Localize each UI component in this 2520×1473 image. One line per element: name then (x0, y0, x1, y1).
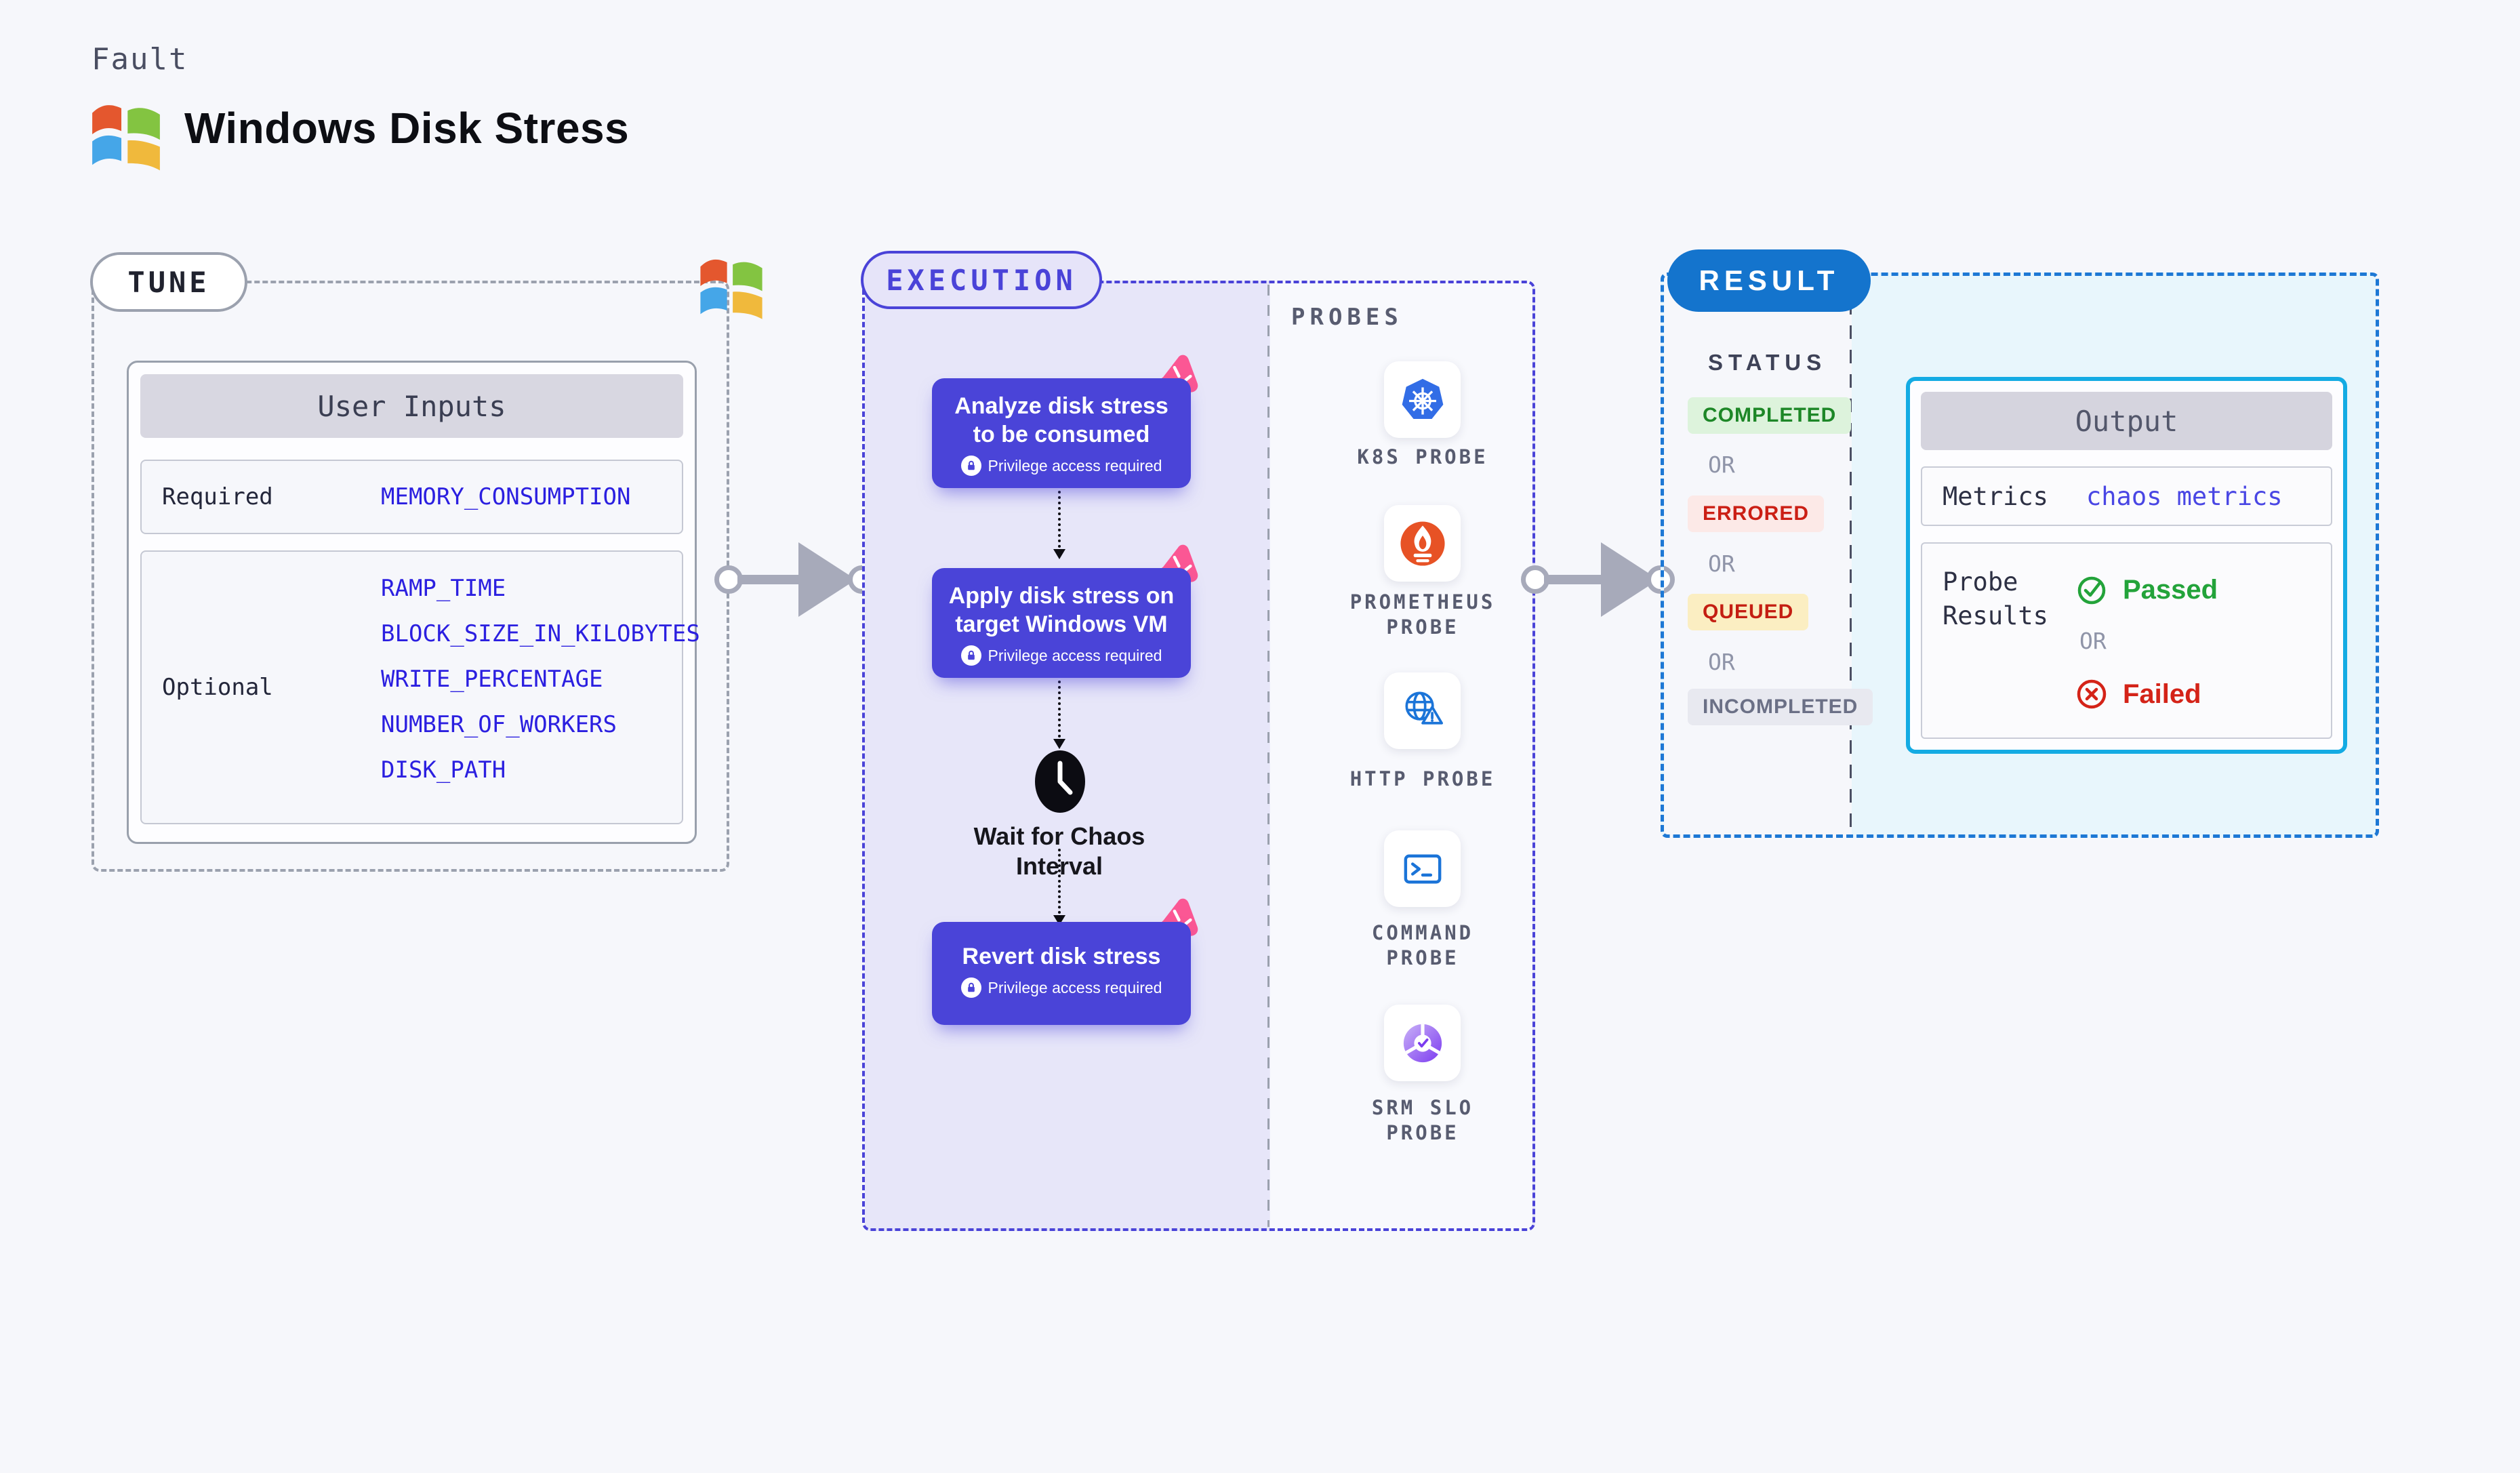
optional-value: NUMBER_OF_WORKERS (381, 711, 617, 738)
lock-icon (960, 977, 981, 998)
command-probe-card (1384, 830, 1461, 907)
prometheus-probe-card (1384, 505, 1461, 582)
failed-label: Failed (2123, 679, 2201, 709)
output-title: Output (1921, 392, 2332, 450)
globe-warning-icon (1404, 691, 1443, 725)
required-value: MEMORY_CONSUMPTION (381, 483, 631, 510)
result-section-label: RESULT (1667, 249, 1871, 312)
step-connector (1058, 849, 1061, 914)
privilege-text: Privilege access required (988, 646, 1162, 664)
windows-logo (87, 94, 165, 175)
step-revert-disk-stress: Revert disk stress Privilege access requ… (932, 922, 1191, 1025)
status-badge-incompleted: INCOMPLETED (1688, 689, 1873, 725)
optional-value: BLOCK_SIZE_IN_KILOBYTES (381, 620, 700, 647)
step-title: Analyze disk stress to be consumed (954, 393, 1168, 447)
http-probe-card (1384, 672, 1461, 749)
or-separator: OR (1708, 649, 1735, 675)
probe-label: SRM SLO PROBE (1371, 1096, 1474, 1144)
probes-section-label: PROBES (1291, 304, 1403, 331)
metrics-row (1921, 466, 2332, 526)
optional-value: WRITE_PERCENTAGE (381, 666, 603, 693)
wait-interval-label: Wait for Chaos Interval (973, 822, 1145, 880)
kubernetes-icon (1402, 378, 1443, 419)
probe-label: K8S PROBE (1357, 445, 1488, 468)
windows-logo (695, 249, 767, 323)
privilege-text: Privilege access required (988, 456, 1162, 475)
x-circle-icon (2075, 678, 2108, 710)
result-divider (1850, 277, 1852, 834)
optional-value: RAMP_TIME (381, 575, 506, 602)
probe-label: PROMETHEUS PROBE (1349, 590, 1496, 639)
required-inputs-row (140, 460, 683, 534)
step-title: Apply disk stress on target Windows VM (948, 583, 1175, 637)
probes-divider (1267, 285, 1269, 1227)
optional-inputs-row (140, 550, 683, 824)
passed-label: Passed (2123, 574, 2218, 605)
privilege-text: Privilege access required (988, 978, 1162, 996)
prometheus-icon (1400, 521, 1445, 566)
metrics-label: Metrics (1943, 481, 2048, 511)
probe-results-row (1921, 542, 2332, 739)
probe-results-label: Probe Results (1943, 567, 2048, 630)
optional-value: DISK_PATH (381, 756, 506, 784)
privilege-note: Privilege access required (932, 456, 1191, 476)
status-heading: STATUS (1708, 350, 1827, 375)
k8s-probe-card (1384, 361, 1461, 438)
flow-arrow-line (1544, 575, 1604, 584)
privilege-note: Privilege access required (932, 977, 1191, 998)
page-title: Windows Disk Stress (184, 104, 630, 153)
step-connector-arrowhead (1053, 549, 1065, 559)
terminal-icon (1404, 854, 1441, 883)
lock-icon (960, 645, 981, 666)
fault-eyebrow: Fault (92, 42, 188, 77)
execution-section-label: EXECUTION (861, 251, 1102, 309)
metrics-value: chaos metrics (2086, 481, 2283, 511)
probe-label: HTTP PROBE (1349, 767, 1496, 790)
step-connector (1058, 681, 1061, 738)
lock-icon (960, 456, 981, 476)
status-badge-completed: COMPLETED (1688, 397, 1852, 434)
step-apply-disk-stress: Apply disk stress on target Windows VM P… (932, 568, 1191, 678)
or-separator: OR (1708, 550, 1735, 577)
or-separator: OR (2079, 628, 2107, 654)
flow-arrow-head (798, 542, 856, 617)
optional-label: Optional (162, 674, 273, 701)
check-circle-icon (2075, 573, 2108, 606)
step-connector-arrowhead (1053, 739, 1065, 749)
clock-icon (1034, 750, 1086, 813)
step-connector (1058, 491, 1061, 548)
slo-donut-icon (1403, 1024, 1442, 1062)
step-title: Revert disk stress (962, 944, 1161, 969)
required-label: Required (162, 483, 273, 510)
optional-values-list: RAMP_TIME BLOCK_SIZE_IN_KILOBYTES WRITE_… (381, 576, 700, 782)
srm-slo-probe-card (1384, 1005, 1461, 1081)
privilege-note: Privilege access required (932, 645, 1191, 666)
status-badge-errored: ERRORED (1688, 496, 1825, 532)
step-analyze-disk-stress: Analyze disk stress to be consumed Privi… (932, 378, 1191, 488)
status-badge-queued: QUEUED (1688, 594, 1809, 630)
or-separator: OR (1708, 451, 1735, 478)
probe-label: COMMAND PROBE (1371, 921, 1474, 969)
tune-section-label: TUNE (90, 252, 247, 312)
user-inputs-title: User Inputs (140, 374, 683, 438)
flow-arrow-line (737, 575, 800, 584)
